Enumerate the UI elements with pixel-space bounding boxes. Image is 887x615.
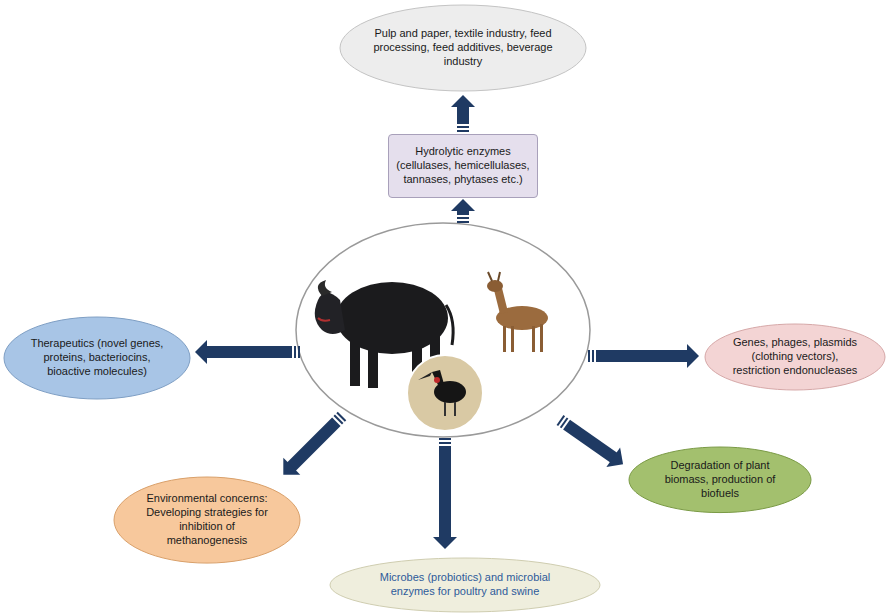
text-wrap: Degradation of plant biomass, production… [628, 446, 812, 514]
arrow-head [451, 95, 475, 107]
application-ellipse: Pulp and paper, textile industry, feed p… [339, 4, 587, 92]
application-ellipse: Degradation of plant biomass, production… [628, 446, 812, 514]
ellipse-outline [114, 477, 300, 563]
text-wrap: Genes, phages, plasmids (clothing vector… [704, 323, 886, 391]
block-arrow [588, 344, 699, 368]
block-arrow [553, 410, 630, 474]
node-text: Pulp and paper, textile industry, feed p… [371, 27, 555, 68]
block-arrow [433, 438, 457, 549]
block-arrow [451, 95, 475, 132]
application-ellipse: Therapeutics (novel genes, proteins, bac… [3, 316, 191, 400]
node-text: Genes, phages, plasmids (clothing vector… [728, 336, 863, 377]
arrow-shaft [457, 126, 469, 128]
text-wrap: Pulp and paper, textile industry, feed p… [339, 4, 587, 92]
text-wrap: Therapeutics (novel genes, proteins, bac… [3, 316, 191, 400]
text-wrap: Microbes (probiotics) and microbial enzy… [329, 557, 601, 613]
arrow-shaft [457, 106, 469, 124]
text-wrap: Hydrolytic enzymes (cellulases, hemicell… [389, 135, 537, 197]
node-text: Hydrolytic enzymes (cellulases, hemicell… [394, 145, 532, 186]
ellipse-outline [629, 447, 811, 513]
hornbill-figure [407, 355, 483, 431]
application-ellipse: Microbes (probiotics) and microbial enzy… [329, 557, 601, 613]
node-text: Degradation of plant biomass, production… [652, 459, 788, 500]
arrow-shaft [457, 130, 469, 132]
enzyme-box: Hydrolytic enzymes (cellulases, hemicell… [388, 134, 538, 198]
center-ellipse [296, 223, 590, 437]
block-arrow [451, 199, 475, 223]
deer-figure [487, 272, 548, 352]
node-text: Environmental concerns: Developing strat… [138, 492, 277, 547]
application-ellipse: Genes, phages, plasmids (clothing vector… [704, 323, 886, 391]
ellipse-outline [4, 317, 190, 399]
block-arrow [275, 408, 351, 484]
ellipse-outline [705, 324, 885, 390]
ellipse-outline [330, 558, 600, 612]
application-ellipse: Environmental concerns: Developing strat… [113, 476, 301, 564]
text-wrap: Environmental concerns: Developing strat… [113, 476, 301, 564]
node-text: Microbes (probiotics) and microbial enzy… [365, 571, 566, 599]
block-arrow [195, 340, 300, 364]
ellipse-outline [340, 5, 586, 91]
node-text: Therapeutics (novel genes, proteins, bac… [28, 337, 167, 378]
